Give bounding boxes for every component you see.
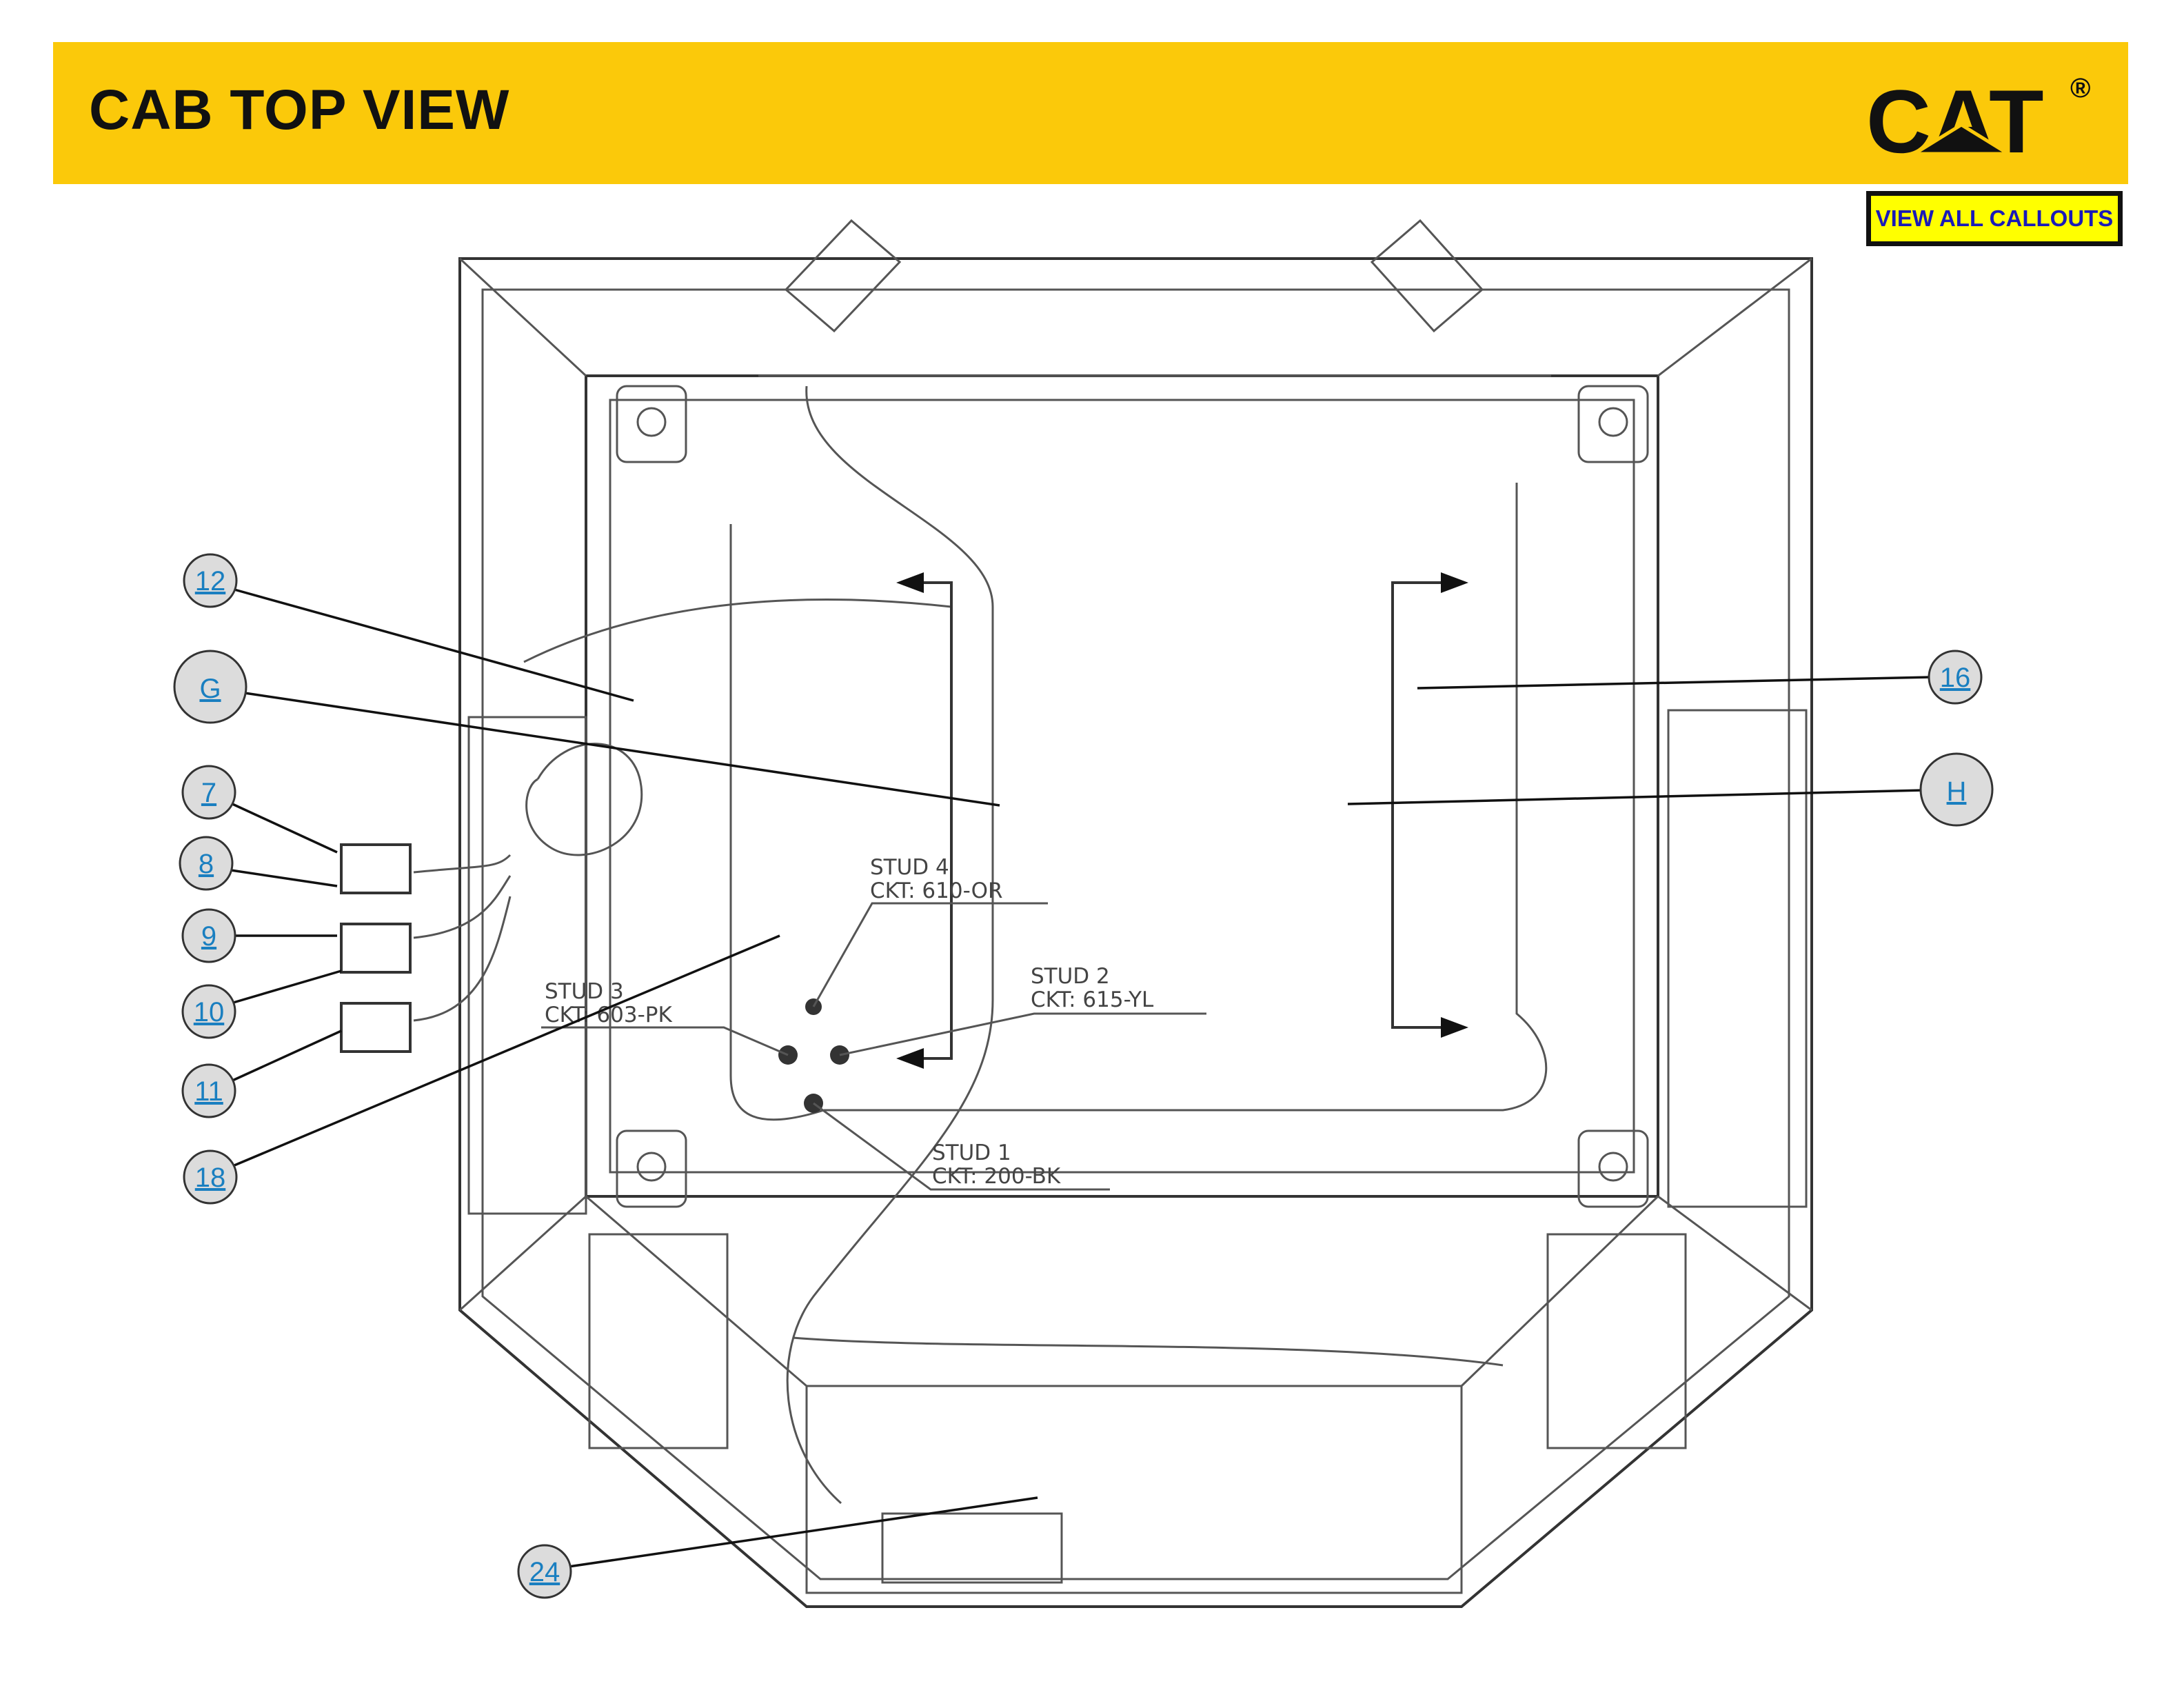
page-title: CAB TOP VIEW — [89, 79, 510, 141]
svg-text:18: 18 — [195, 1163, 226, 1193]
stud-4-name: STUD 4 — [870, 855, 949, 880]
cat-logo: CAT ® — [1866, 71, 2090, 165]
callout-12[interactable]: 12 — [183, 553, 238, 608]
stud-2-circuit: CKT: 615-YL — [1031, 987, 1154, 1012]
callout-leaders — [230, 588, 1931, 1568]
callout-7[interactable]: 7 — [181, 765, 236, 820]
svg-text:11: 11 — [194, 1076, 223, 1107]
callout-h[interactable]: H — [1919, 752, 1994, 827]
view-all-callouts-button[interactable]: VIEW ALL CALLOUTS — [1866, 191, 2123, 246]
callout-10[interactable]: 10 — [181, 984, 236, 1039]
header-bar: CAB TOP VIEW CAT ® — [53, 42, 2128, 184]
svg-text:10: 10 — [194, 997, 225, 1027]
svg-text:G: G — [199, 674, 221, 704]
stud-2-name: STUD 2 — [1031, 964, 1110, 989]
callout-9[interactable]: 9 — [181, 908, 236, 963]
stud-4-circuit: CKT: 610-OR — [870, 878, 1003, 903]
callout-16[interactable]: 16 — [1928, 650, 1983, 705]
stud-3-circuit: CKT: 603-PK — [545, 1003, 672, 1027]
callout-g[interactable]: G — [173, 650, 247, 724]
cab-outline — [458, 219, 1813, 1608]
stud-labels: STUD 4 CKT: 610-OR STUD 2 CKT: 615-YL ST… — [545, 855, 1154, 1189]
svg-text:9: 9 — [201, 921, 216, 952]
callout-24[interactable]: 24 — [517, 1544, 572, 1599]
svg-text:®: ® — [2070, 73, 2090, 103]
stud-3-name: STUD 3 — [545, 979, 624, 1004]
wire-harness — [340, 385, 1548, 1505]
svg-text:7: 7 — [201, 778, 216, 808]
callout-8[interactable]: 8 — [179, 836, 234, 891]
svg-text:8: 8 — [199, 849, 214, 879]
svg-text:12: 12 — [195, 566, 226, 596]
callout-18[interactable]: 18 — [183, 1149, 238, 1205]
svg-text:24: 24 — [529, 1557, 560, 1587]
stud-1-name: STUD 1 — [932, 1141, 1011, 1165]
svg-text:H: H — [1947, 776, 1967, 807]
callout-11[interactable]: 11 — [181, 1063, 236, 1118]
stud-1-circuit: CKT: 200-BK — [932, 1164, 1061, 1189]
svg-text:16: 16 — [1940, 663, 1971, 693]
